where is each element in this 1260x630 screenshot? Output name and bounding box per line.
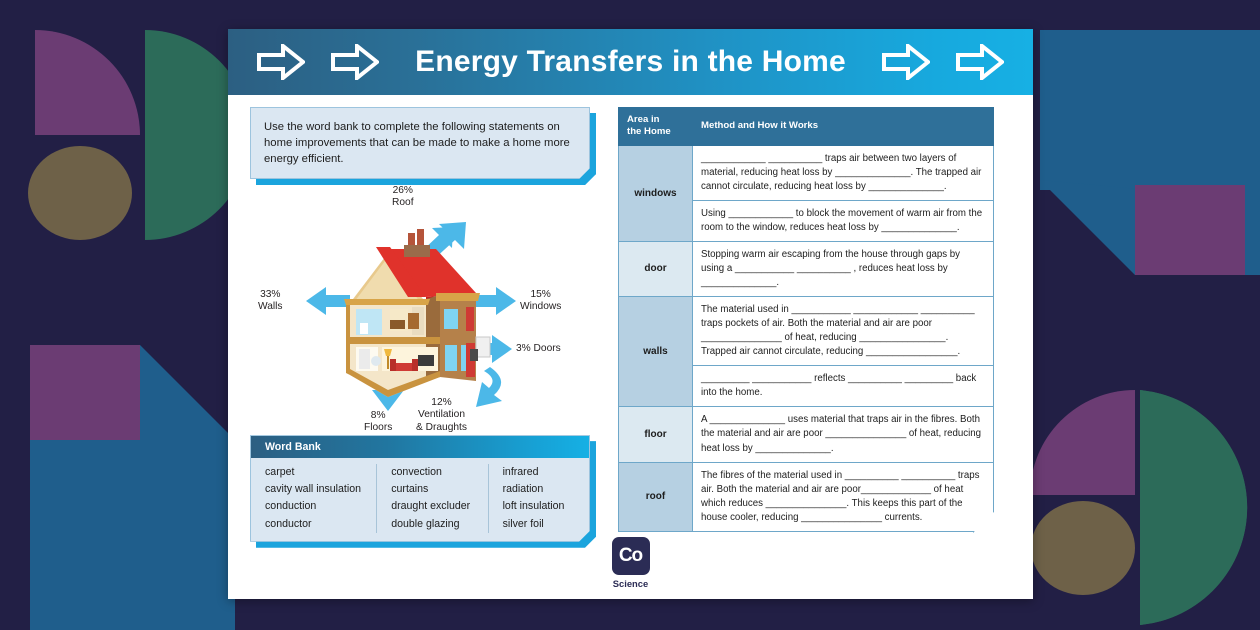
method-cell[interactable]: Stopping warm air escaping from the hous… — [692, 240, 994, 298]
method-cell[interactable]: The material used in ___________ _______… — [692, 296, 994, 367]
word-bank-column-3: infrared radiation loft insulation silve… — [488, 464, 589, 533]
methods-table-wrapper: Area in the Home Method and How it Works… — [618, 107, 995, 533]
brand-logo: Co Science — [571, 537, 691, 589]
area-cell-floor: floor — [618, 406, 693, 463]
methods-table-body: windows ____________ __________ traps ai… — [618, 144, 994, 532]
heat-loss-arrows — [306, 222, 516, 412]
table-row: floor A ______________ uses material tha… — [618, 406, 994, 463]
page-title: Energy Transfers in the Home — [415, 45, 846, 78]
table-row: windows ____________ __________ traps ai… — [618, 144, 994, 242]
house-cutaway-illustration — [306, 222, 516, 412]
area-cell-roof: roof — [618, 461, 693, 532]
bg-olive-ellipse-right — [1031, 501, 1135, 595]
bg-blue-poly-left — [30, 345, 235, 630]
word-bank-item: draught excluder — [391, 500, 471, 513]
method-cell[interactable]: _________ ___________ reflects _________… — [692, 365, 994, 408]
method-cell[interactable]: ____________ __________ traps air betwee… — [692, 144, 994, 201]
table-row: door Stopping warm air escaping from the… — [618, 240, 994, 298]
word-bank-item: infrared radiation — [502, 466, 544, 496]
methods-table-head: Area in the Home Method and How it Works — [618, 107, 994, 146]
word-bank-column-1: carpet cavity wall insulation conduction… — [251, 464, 376, 533]
word-bank-item: loft insulation — [502, 500, 565, 513]
label-ventilation: 12% Ventilation & Draughts — [416, 397, 467, 433]
label-windows: 15% Windows — [520, 289, 562, 313]
area-cell-walls: walls — [618, 296, 693, 408]
method-cell[interactable]: The fibres of the material used in _____… — [692, 461, 994, 532]
table-row: roof The fibres of the material used in … — [618, 461, 994, 532]
instruction-callout: Use the word bank to complete the follow… — [250, 107, 590, 179]
bg-olive-ellipse-left — [28, 146, 132, 240]
bg-purple-quarter-right — [1030, 390, 1135, 495]
instruction-text: Use the word bank to complete the follow… — [250, 107, 590, 179]
table-row: Using ____________ to block the movement… — [619, 199, 994, 242]
word-bank-column-2: convection curtains draught excluder dou… — [376, 464, 487, 533]
word-bank-item: conductor — [265, 517, 312, 530]
table-row: walls The material used in ___________ _… — [618, 296, 994, 408]
method-cell[interactable]: Using ____________ to block the movement… — [692, 199, 994, 242]
bg-blue-right-a — [1040, 30, 1260, 190]
table-header-row: Area in the Home Method and How it Works — [618, 107, 994, 146]
label-roof: 26% Roof — [392, 185, 414, 209]
logo-caption: Science — [612, 578, 649, 589]
header-method: Method and How it Works — [692, 107, 994, 146]
word-bank-item: double glazing — [391, 517, 460, 530]
bg-purple-shape-left — [35, 30, 140, 135]
word-bank-item: curtains — [391, 483, 429, 496]
word-bank-item: carpet — [265, 466, 295, 479]
arrow-right-icon — [881, 44, 930, 80]
word-bank-item: convection — [391, 466, 442, 479]
bg-green-half-right-2 — [1140, 390, 1248, 625]
method-cell[interactable]: A ______________ uses material that trap… — [692, 406, 994, 463]
page-body: Use the word bank to complete the follow… — [228, 95, 1033, 599]
area-cell-windows: windows — [618, 144, 693, 242]
heat-loss-diagram: 26% Roof 33% Walls 15% Windows 3% Doors … — [240, 185, 602, 435]
word-bank-item: conduction — [265, 500, 317, 513]
word-bank-panel: Word Bank carpet cavity wall insulation … — [250, 435, 590, 542]
bg-green-half-left — [145, 30, 250, 240]
word-bank: Word Bank carpet cavity wall insulation … — [250, 435, 590, 542]
methods-table: Area in the Home Method and How it Works… — [618, 107, 994, 532]
label-walls: 33% Walls — [258, 289, 283, 313]
bg-purple-rect-left-2 — [30, 345, 140, 440]
arrow-right-icon — [257, 44, 306, 80]
label-doors: 3% Doors — [516, 343, 561, 355]
page-header: Energy Transfers in the Home — [228, 29, 1033, 95]
worksheet-page: Energy Transfers in the Home Use the wor… — [228, 29, 1033, 599]
table-row: _________ ___________ reflects _________… — [619, 365, 994, 408]
area-cell-door: door — [618, 240, 693, 298]
header-area: Area in the Home — [618, 107, 693, 146]
left-column: Use the word bank to complete the follow… — [240, 95, 602, 535]
word-bank-item: silver foil — [502, 517, 544, 530]
logo-mark: Co — [611, 537, 650, 575]
label-floors: 8% Floors — [364, 410, 393, 434]
house-body — [344, 229, 491, 398]
arrow-right-icon — [331, 44, 380, 80]
bg-purple-rect-right — [1135, 185, 1245, 275]
arrow-right-icon — [955, 44, 1004, 80]
word-bank-item: cavity wall insulation — [265, 483, 361, 496]
word-bank-title: Word Bank — [251, 436, 589, 458]
word-bank-columns: carpet cavity wall insulation conduction… — [251, 458, 589, 541]
